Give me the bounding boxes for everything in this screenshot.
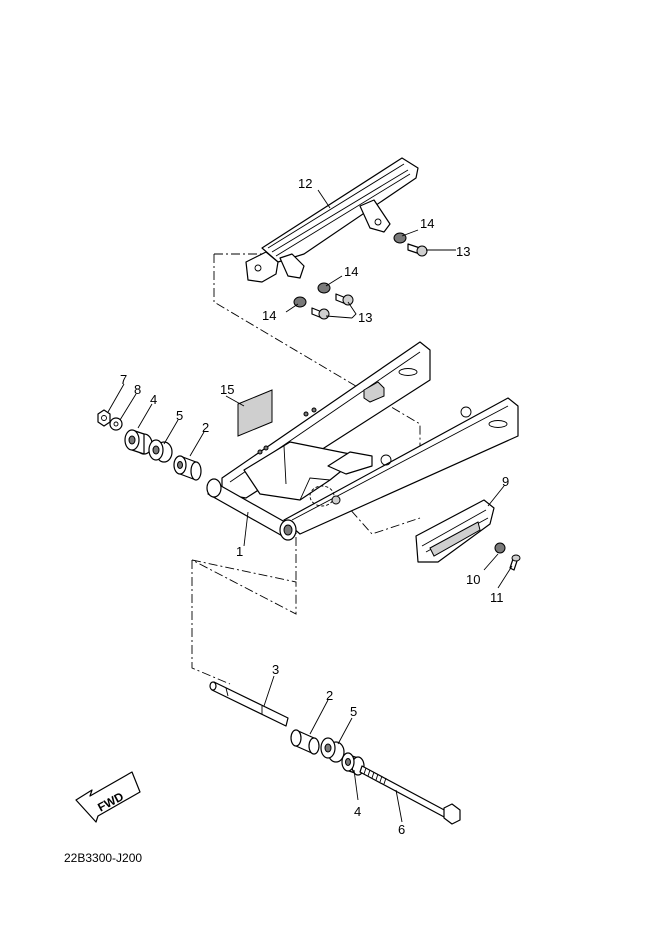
callout-14-upper: 14	[420, 216, 434, 231]
callout-2-lower: 2	[326, 688, 333, 703]
bearing-5-upper	[148, 439, 173, 463]
callout-14-lower: 14	[262, 308, 276, 323]
pivot-shaft-3	[209, 681, 289, 727]
callout-9: 9	[502, 474, 509, 489]
callout-13-lower: 13	[358, 310, 372, 325]
pivot-bolt-6	[359, 765, 461, 825]
swingarm-1	[206, 341, 519, 541]
callout-5-upper: 5	[176, 408, 183, 423]
callout-2-upper: 2	[202, 420, 209, 435]
diagram-code: 22B3300-J200	[64, 851, 142, 865]
chain-tensioner-9	[415, 499, 495, 563]
bolt-13-upper	[407, 243, 428, 257]
collar-14-upper	[393, 232, 407, 244]
callout-8: 8	[134, 382, 141, 397]
nut-7	[97, 409, 111, 427]
callout-14-middle: 14	[344, 264, 358, 279]
bolt-13-middle	[335, 293, 354, 306]
callout-4-upper: 4	[150, 392, 157, 407]
callout-12: 12	[298, 176, 312, 191]
chain-guard-12	[245, 157, 419, 283]
washer-8	[109, 417, 123, 431]
bolt-11	[509, 554, 521, 571]
callout-5-lower: 5	[350, 704, 357, 719]
callout-7: 7	[120, 372, 127, 387]
label-15	[237, 389, 273, 437]
callout-1: 1	[236, 544, 243, 559]
callout-numbers: 12 14 13 14 14 13 15 7 8 4 5 2 1 9 10 11…	[120, 176, 509, 837]
callout-10: 10	[466, 572, 480, 587]
callout-13-upper: 13	[456, 244, 470, 259]
forward-direction-arrow: FWD	[75, 771, 141, 823]
collar-10	[494, 542, 506, 554]
callout-11: 11	[490, 590, 504, 605]
leader-lines	[107, 189, 513, 823]
callout-15: 15	[220, 382, 234, 397]
callout-3: 3	[272, 662, 279, 677]
bolt-13-lower	[311, 307, 330, 320]
bushing-2-lower	[290, 729, 320, 755]
bushing-2-upper	[173, 455, 202, 481]
bearing-5-lower	[320, 737, 345, 763]
callout-6: 6	[398, 822, 405, 837]
callout-4-lower: 4	[354, 804, 361, 819]
collar-4-upper	[124, 429, 153, 455]
